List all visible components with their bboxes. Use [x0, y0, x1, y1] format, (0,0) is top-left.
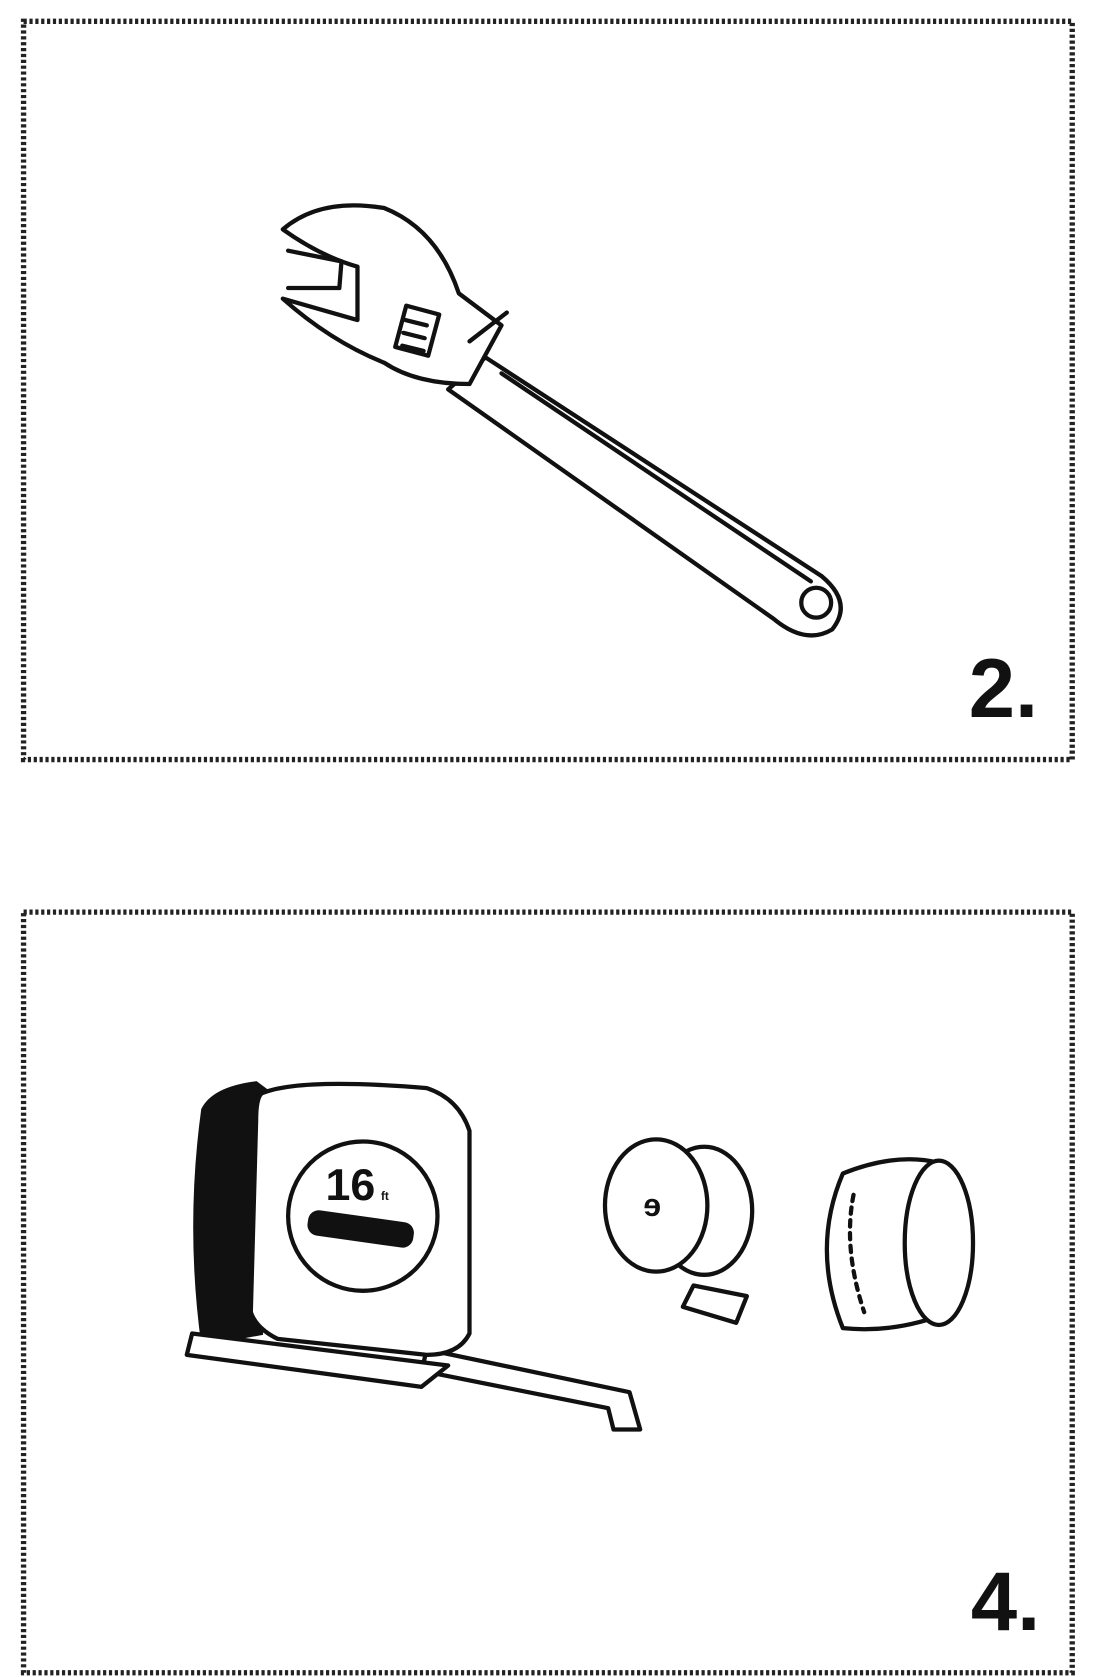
panel-4: 16 ft STANLEY ɘ 4. [20, 909, 1075, 1676]
tape-measure-illustration: 16 ft STANLEY [184, 1081, 643, 1432]
wrench-illustration [280, 203, 843, 638]
panel-number: 4. [971, 1555, 1040, 1648]
panel-2-frame [20, 18, 1075, 763]
panel-2: 2. [20, 18, 1075, 763]
tape-unit: ft [381, 1190, 389, 1203]
tape-size: 16 [325, 1160, 375, 1210]
tape-roll-illustration: ɘ [602, 1137, 755, 1325]
tape-roll-mark: ɘ [643, 1187, 661, 1223]
panel-4-frame [20, 909, 1075, 1676]
tape-roll-2-illustration [824, 1157, 976, 1332]
panel-number: 2. [969, 642, 1038, 735]
